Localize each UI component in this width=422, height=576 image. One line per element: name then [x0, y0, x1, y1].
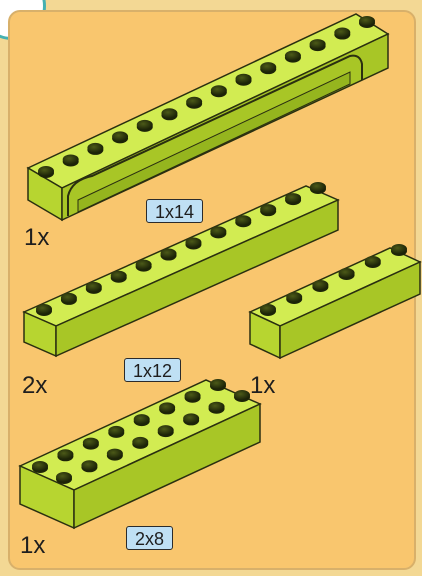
- stud: [260, 304, 276, 316]
- stud: [260, 204, 277, 217]
- stud: [161, 108, 178, 121]
- stud: [210, 379, 226, 391]
- part-size-label-2x8: 2x8: [126, 526, 174, 550]
- stud: [136, 119, 153, 132]
- part-quantity-2x8: 1x: [20, 532, 46, 559]
- part-size-label-1x12: 1x12: [124, 358, 182, 382]
- stud: [364, 256, 381, 268]
- stud: [208, 401, 225, 414]
- stud: [62, 154, 79, 167]
- stud: [391, 244, 407, 256]
- stud: [186, 96, 203, 109]
- stud: [210, 85, 227, 98]
- part-quantity-1x6: 1x: [250, 372, 276, 399]
- stud: [183, 413, 200, 426]
- stud: [310, 182, 326, 194]
- stud: [38, 166, 54, 178]
- brick-2x8: [18, 379, 262, 530]
- stud: [312, 280, 329, 292]
- stud: [338, 268, 355, 280]
- stud: [108, 425, 125, 438]
- stud: [106, 448, 123, 461]
- brick-1x14: [26, 13, 390, 222]
- stud: [159, 402, 176, 415]
- stud: [85, 281, 102, 294]
- part-quantity-1x14: 1x: [24, 224, 50, 251]
- stud: [56, 472, 72, 484]
- stud: [82, 437, 99, 450]
- stud: [235, 215, 252, 228]
- stud: [87, 142, 104, 155]
- stud: [184, 390, 201, 403]
- stud: [160, 248, 177, 261]
- stud: [235, 73, 252, 86]
- brick-1x6: [248, 247, 422, 360]
- stud: [132, 436, 149, 449]
- stud: [60, 292, 77, 305]
- stud: [110, 270, 127, 283]
- part-quantity-1x12: 2x: [22, 372, 48, 399]
- stud: [260, 62, 277, 75]
- stud: [185, 237, 202, 250]
- stud: [234, 390, 250, 402]
- stud: [309, 39, 326, 52]
- stud: [334, 27, 351, 40]
- stud: [286, 292, 303, 304]
- brick-studs: [32, 16, 407, 484]
- brick-1x12: [22, 185, 340, 358]
- stud: [135, 259, 152, 272]
- stud: [32, 461, 48, 473]
- stud: [36, 304, 52, 316]
- stud: [210, 226, 227, 239]
- stud: [284, 50, 301, 63]
- stud: [112, 131, 129, 144]
- stud: [359, 16, 375, 28]
- stud: [285, 193, 302, 206]
- stud: [57, 449, 74, 462]
- part-size-label-1x14: 1x14: [146, 199, 204, 223]
- stud: [157, 425, 174, 438]
- stud: [81, 460, 98, 473]
- stud: [133, 414, 150, 427]
